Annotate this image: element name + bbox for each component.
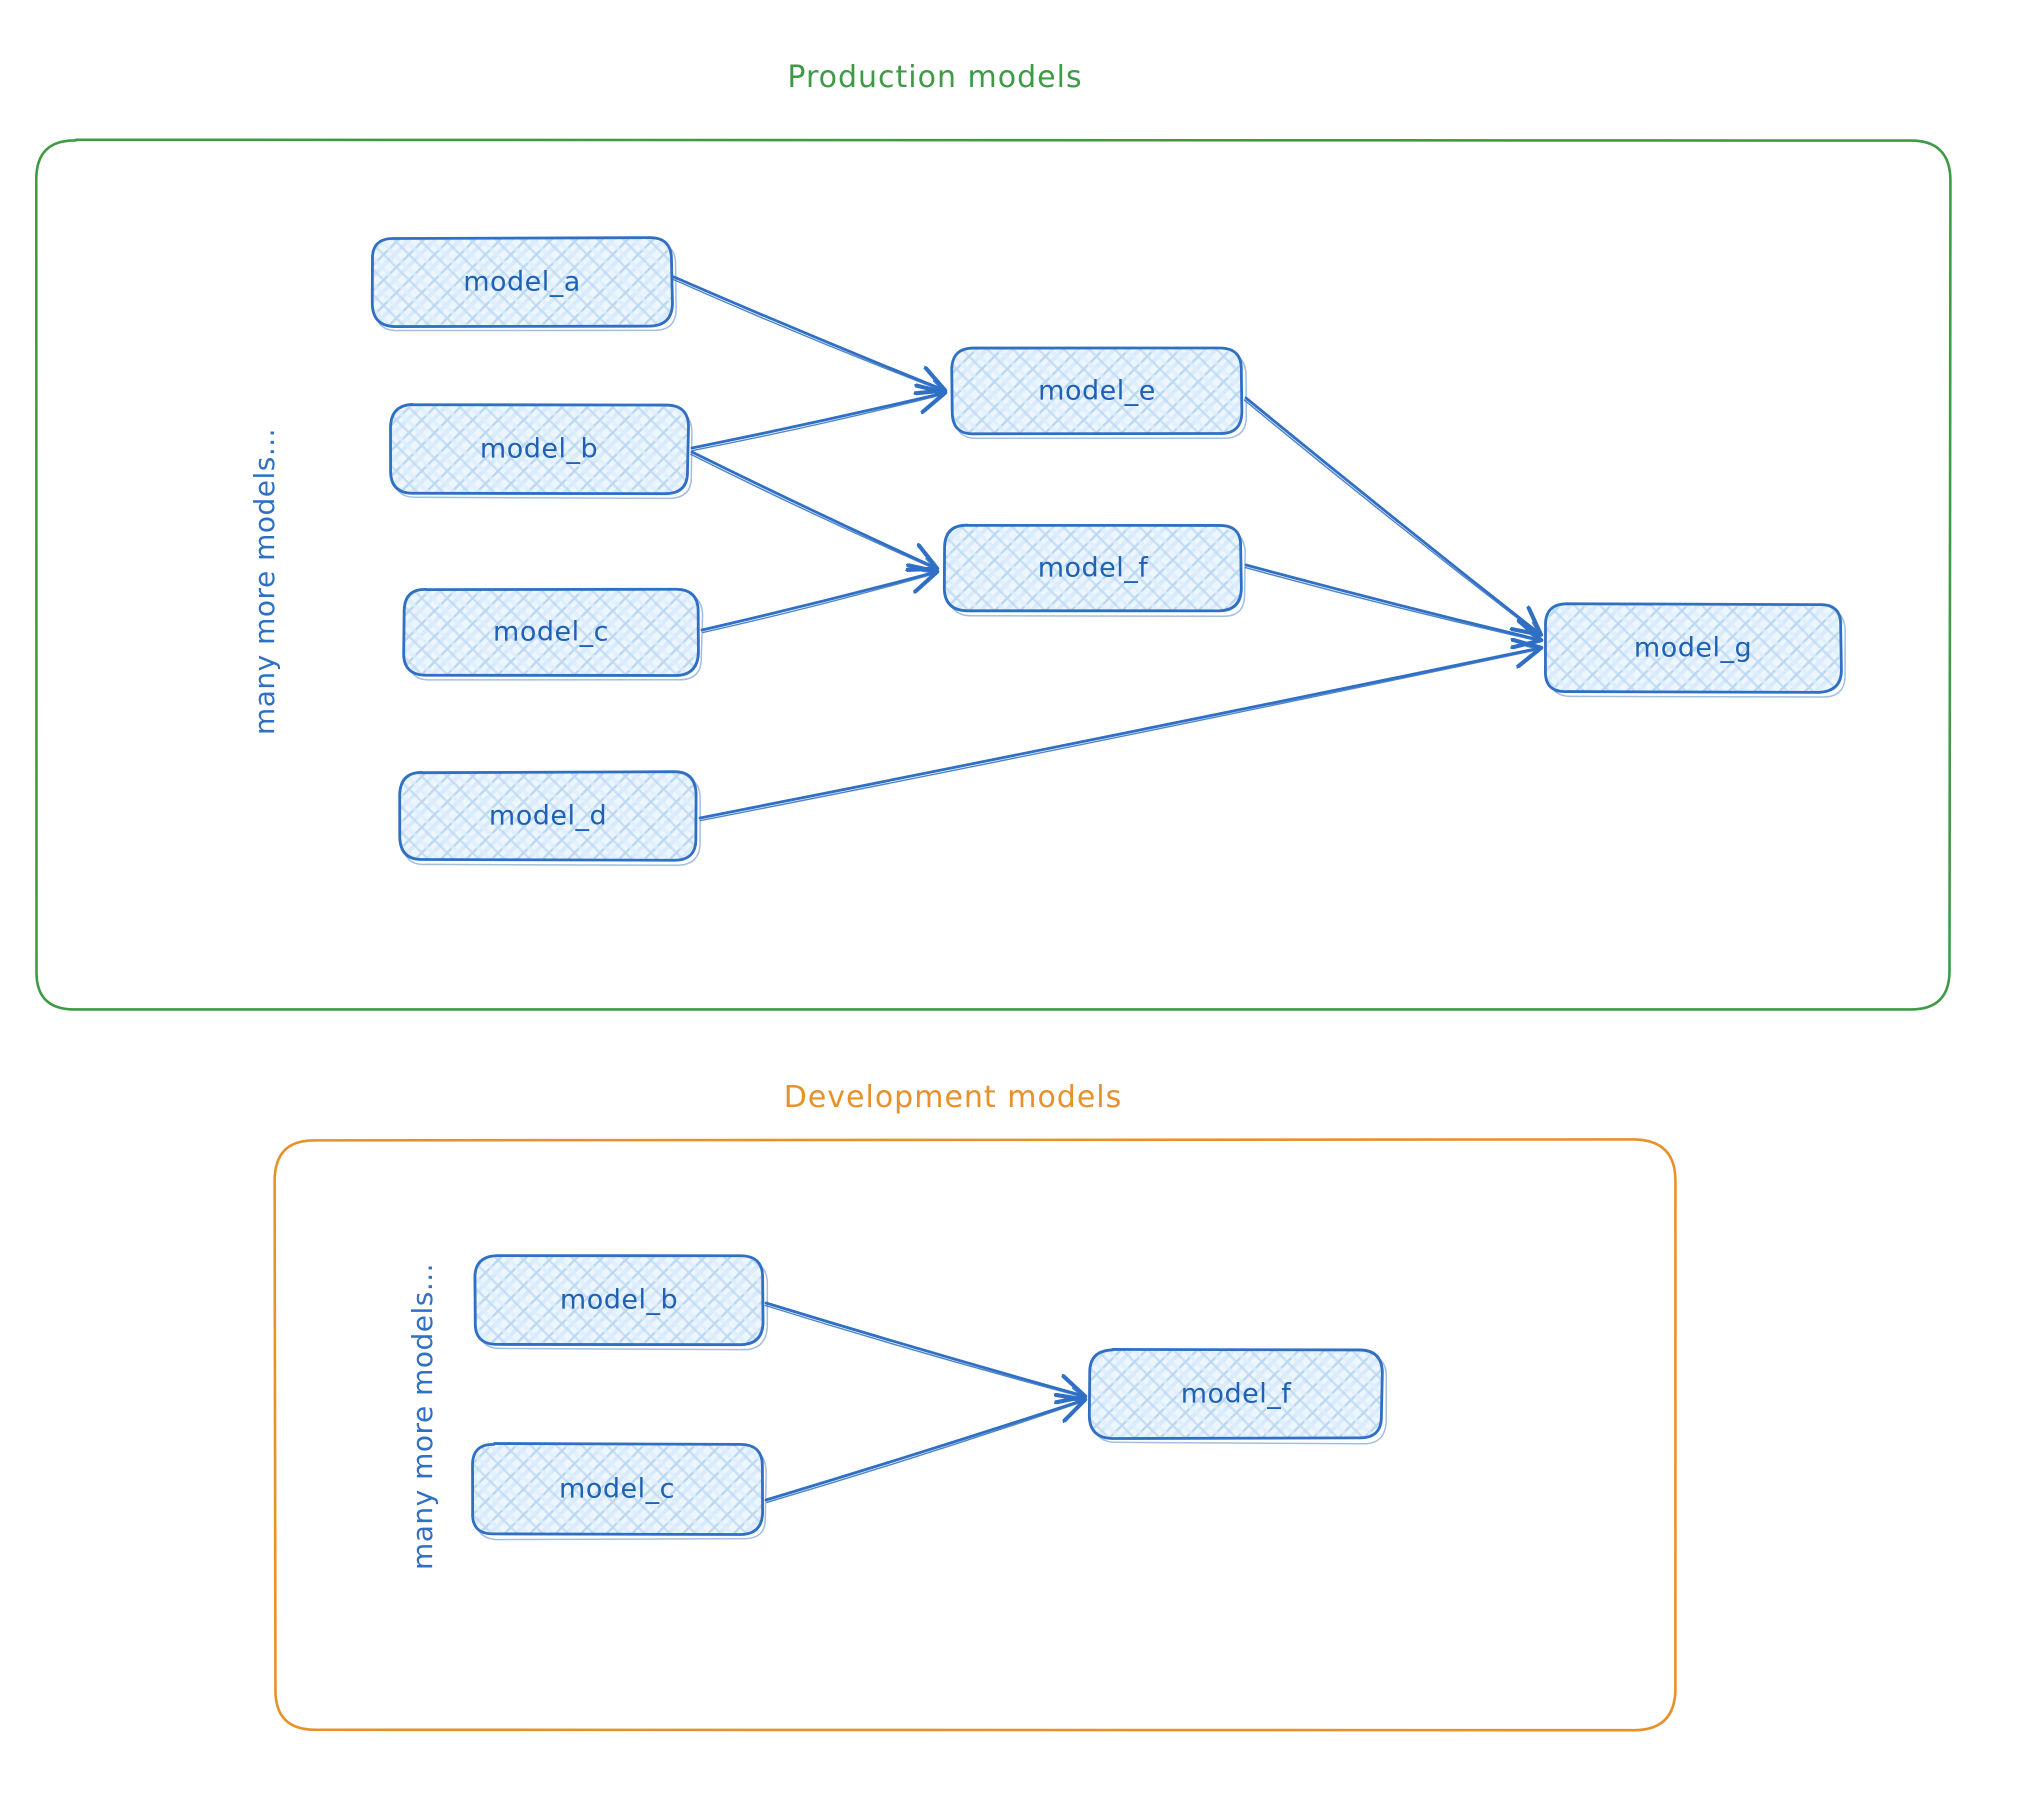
node-fill-crosshatch [472, 1444, 762, 1534]
node-prod_model_g[interactable] [1544, 602, 1843, 694]
node-label-dev_model_b: model_b [559, 1284, 679, 1316]
node-prod_model_d[interactable] [398, 770, 698, 862]
edge-e-g [1244, 396, 1540, 634]
edge-sketch-c-f [701, 573, 937, 634]
node-prod_model_a[interactable] [370, 236, 674, 328]
node-fill-crosshatch [945, 525, 1241, 611]
node-label-prod_model_b: model_b [479, 433, 599, 465]
node-fill-crosshatch [1090, 1350, 1382, 1438]
edge-sketch-b-e [691, 394, 945, 452]
node-label-dev_model_f: model_f [1180, 1378, 1292, 1410]
edge-sketch-e-g [1243, 399, 1539, 635]
node-fill-crosshatch [475, 1256, 763, 1344]
edge-c-f [700, 572, 936, 632]
node-label-prod_model_f: model_f [1037, 552, 1149, 584]
edge-b-e [690, 393, 944, 450]
group-box-development [273, 1138, 1677, 1732]
node-label-prod_model_a: model_a [463, 266, 581, 298]
group-box-production [34, 138, 1952, 1011]
edge-sketch-a-e [672, 278, 944, 391]
node-label-prod_model_c: model_c [493, 616, 609, 648]
edge-d-g [698, 648, 1540, 820]
edge-layer [672, 275, 1541, 1504]
edge-sketch-d-g [699, 649, 1541, 822]
node-dev_model_b[interactable] [473, 1254, 765, 1347]
node-label-prod_model_d: model_d [488, 800, 608, 832]
group-boxes-layer [34, 138, 1952, 1732]
node-label-prod_model_g: model_g [1633, 632, 1753, 664]
node-prod_model_c[interactable] [402, 587, 700, 677]
node-dev_model_f[interactable] [1087, 1348, 1384, 1440]
node-prod_model_e[interactable] [950, 346, 1244, 436]
side-note-development: many more models... [406, 1262, 439, 1570]
node-fill-crosshatch [372, 238, 672, 326]
group-title-development: Development models [783, 1080, 1123, 1115]
node-prod_model_b[interactable] [389, 402, 690, 496]
node-fill-crosshatch [390, 405, 688, 493]
edge-sketch-devb-devf [764, 1304, 1083, 1397]
node-layer [370, 236, 1846, 1541]
edge-devc-devf [764, 1400, 1084, 1502]
node-label-prod_model_e: model_e [1038, 375, 1156, 407]
edge-devb-devf [764, 1301, 1084, 1396]
edge-a-e [672, 275, 944, 390]
edge-sketch-b-f [690, 453, 936, 569]
edge-sketch-f-g [1244, 566, 1539, 642]
node-label-dev_model_c: model_c [559, 1473, 675, 1505]
side-note-production: many more models... [248, 427, 281, 735]
edge-f-g [1244, 563, 1540, 640]
node-fill-crosshatch [400, 772, 696, 860]
edge-sketch-devc-devf [766, 1401, 1085, 1504]
node-dev_model_c[interactable] [471, 1442, 764, 1536]
group-title-production: Production models [787, 60, 1083, 95]
node-fill-crosshatch [952, 348, 1242, 434]
node-fill-crosshatch [404, 589, 698, 675]
node-prod_model_f[interactable] [942, 523, 1243, 613]
edge-b-f [690, 450, 936, 568]
node-fill-crosshatch [1545, 604, 1841, 692]
